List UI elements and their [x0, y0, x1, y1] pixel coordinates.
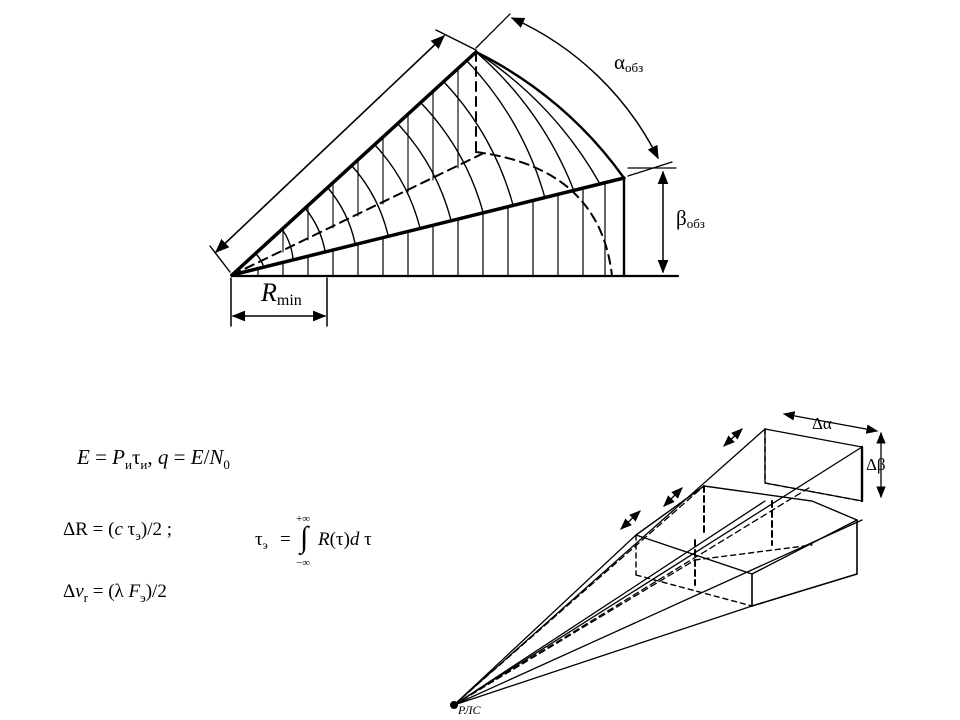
far-cell — [764, 428, 864, 503]
range-dimension-far — [723, 428, 743, 447]
effective-duration-formula: τэ = +∞ ∫ −∞ R(τ)d τ — [255, 513, 395, 573]
dim-tick-1 — [209, 245, 231, 273]
alpha-tick-2 — [627, 161, 673, 177]
delta-beta-label: Δβ — [866, 455, 886, 474]
surveillance-zone-diagram — [209, 13, 680, 327]
beta-label: βобз — [676, 206, 705, 231]
range-resolution-formula: ΔR = (c τэ)/2 ; — [63, 519, 173, 543]
velocity-resolution-formula: Δvr = (λ Fэ)/2 — [63, 581, 167, 605]
integral-upper-limit: +∞ — [296, 513, 311, 525]
integral-sign: ∫ — [300, 521, 309, 554]
lower-ray — [230, 176, 626, 277]
radar-label: РЛС — [457, 703, 482, 717]
beam-rays — [453, 428, 863, 706]
alpha-label: αобз — [614, 50, 643, 75]
vertical-hatching — [257, 183, 606, 277]
middle-slab — [635, 482, 863, 607]
slant-range-dimension — [214, 35, 446, 253]
resolution-cell-diagram — [450, 411, 886, 709]
energy-formula: E = Pиτи, q = E/N0 — [77, 445, 230, 472]
range-dimension-mid — [663, 487, 683, 507]
range-dimension-near — [620, 510, 641, 530]
tau-e-symbol: τэ — [255, 529, 268, 552]
alpha-tick-1 — [475, 13, 511, 49]
bottom-dashed-arc — [475, 151, 613, 277]
delta-alpha-label: Δα — [812, 414, 832, 433]
integrand: R(τ)d τ — [318, 529, 372, 550]
integral-lower-limit: −∞ — [296, 557, 311, 569]
dim-tick-2 — [435, 29, 477, 51]
delta-alpha-dimension — [782, 411, 879, 434]
alpha-dimension-arc — [510, 17, 659, 160]
rmin-label: Rmin — [260, 278, 302, 309]
middle-ray-dashed — [231, 151, 487, 276]
equals-sign: = — [280, 529, 291, 550]
